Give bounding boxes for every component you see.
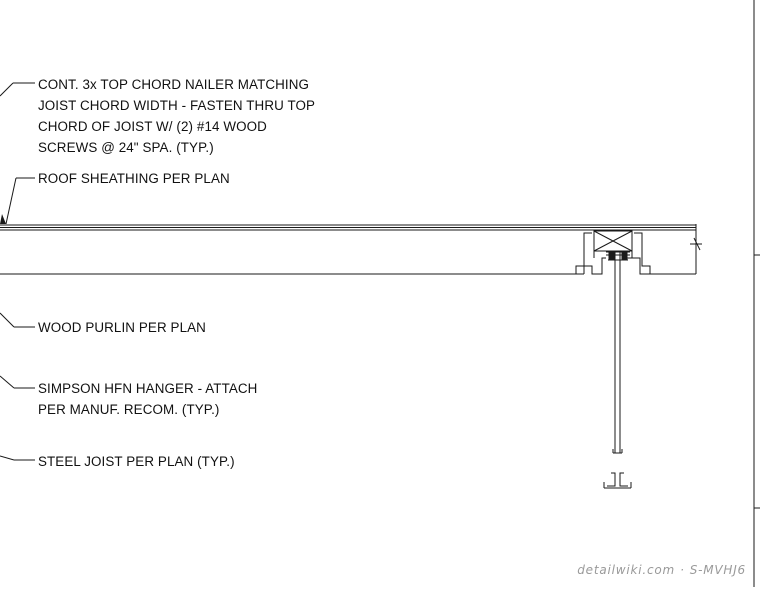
steel-joist [606, 251, 630, 454]
note-line: CONT. 3x TOP CHORD NAILER MATCHING [38, 77, 310, 92]
watermark-site: detailwiki.com [577, 563, 676, 577]
hfn-hanger-right [626, 232, 696, 275]
roof-sheathing [0, 224, 696, 231]
wood-purlin [0, 266, 585, 275]
watermark-code: S-MVHJ6 [689, 563, 746, 577]
note-steel-joist: STEEL JOIST PER PLAN (TYP.) [38, 451, 235, 472]
note-line: CHORD OF JOIST W/ (2) #14 WOOD [38, 119, 267, 134]
note-line: JOIST CHORD WIDTH - FASTEN THRU TOP [38, 98, 316, 113]
note-line: PER MANUF. RECOM. (TYP.) [38, 402, 220, 417]
note-wood-purlin: WOOD PURLIN PER PLAN [38, 317, 206, 338]
bottom-chord [603, 472, 632, 489]
arrowhead [0, 214, 6, 224]
watermark-separator: · [680, 563, 685, 577]
title-block-border [753, 0, 760, 587]
note-line: STEEL JOIST PER PLAN (TYP.) [38, 454, 235, 469]
watermark: detailwiki.com · S-MVHJ6 [577, 563, 746, 577]
leader-lines [0, 82, 35, 461]
break-lines [690, 224, 702, 274]
note-line: SCREWS @ 24" SPA. (TYP.) [38, 140, 214, 155]
note-line: WOOD PURLIN PER PLAN [38, 320, 206, 335]
note-top-chord-nailer: CONT. 3x TOP CHORD NAILER MATCHING JOIST… [38, 74, 315, 158]
note-line: SIMPSON HFN HANGER - ATTACH [38, 381, 258, 396]
hfn-hanger-left [575, 232, 606, 275]
note-line: ROOF SHEATHING PER PLAN [38, 171, 230, 186]
top-chord-nailer [593, 230, 633, 252]
note-hfn-hanger: SIMPSON HFN HANGER - ATTACH PER MANUF. R… [38, 378, 257, 420]
note-roof-sheathing: ROOF SHEATHING PER PLAN [38, 168, 230, 189]
